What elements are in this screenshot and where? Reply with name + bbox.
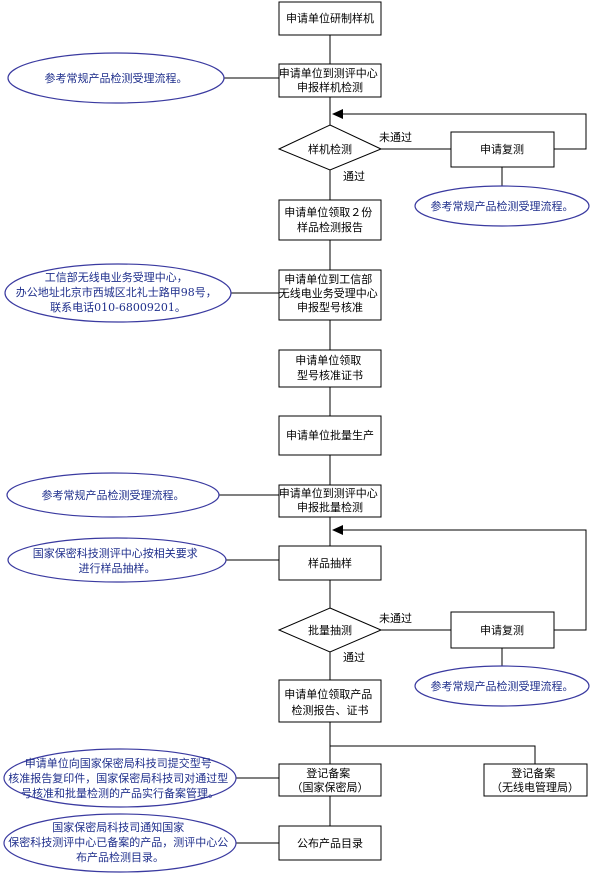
box-publish-catalog: 公布产品目录 [297,836,363,850]
process-boxes [278,1,588,861]
loop-arrowheads [332,109,343,535]
box-retest-1: 申请复测 [480,142,524,156]
edge-labels: 未通过 通过 未通过 通过 [343,131,412,664]
diamond-sample-test: 样机检测 [308,142,352,156]
box-retest-2: 申请复测 [480,623,524,637]
note-publish: 国家保密局科技司通知国家 保密科技测评中心已备案的产品，测评中心公 布产品检测目… [8,820,232,864]
note-ref-retest-2: 参考常规产品检测受理流程。 [431,679,574,693]
note-ellipses [3,52,590,873]
box-sampling: 样品抽样 [308,556,352,570]
note-ref-2: 参考常规产品检测受理流程。 [42,488,185,502]
connector-lines [219,35,587,844]
box-apply-batch-test: 申请单位到测评中心 申报批量检测 [279,486,382,514]
box-apply-type-approval: 申请单位到工信部 无线电业务受理中心 申报型号核准 [279,272,382,314]
box-apply-sample-test: 申请单位到测评中心 申报样机检测 [279,66,382,94]
box-record-radio: 登记备案 （无线电管理局） [491,766,579,794]
box-record-secrecy: 登记备案 （国家保密局） [292,766,369,794]
box-develop-sample: 申请单位研制样机 [286,11,374,25]
note-texts: 参考常规产品检测受理流程。 参考常规产品检测受理流程。 工信部无线电业务受理中心… [8,71,573,864]
note-sampling: 国家保密科技测评中心按相关要求 进行样品抽样。 [33,546,202,575]
note-ref-1: 参考常规产品检测受理流程。 [45,71,188,85]
edge-pass-2: 通过 [343,651,365,664]
diamond-batch-test: 批量抽测 [308,623,352,637]
box-receive-certificate: 申请单位领取 型号核准证书 [295,353,365,382]
box-mass-production: 申请单位批量生产 [286,428,374,442]
edge-fail-1: 未通过 [379,131,412,144]
box-texts: 申请单位研制样机 申请单位到测评中心 申报样机检测 样机检测 申请复测 申请单位… [279,11,579,850]
note-miit-center: 工信部无线电业务受理中心， 办公地址北京市西城区北礼士路甲98号， 联系电话01… [16,270,221,314]
note-ref-retest-1: 参考常规产品检测受理流程。 [431,199,574,213]
note-secrecy-record: 申请单位向国家保密局科技司提交型号 核准报告复印件，国家保密局科技司对通过型 号… [8,756,232,800]
edge-pass-1: 通过 [343,170,365,183]
box-receive-reports: 申请单位领取２份 样品检测报告 [284,205,376,234]
box-receive-product-report: 申请单位领取产品 检测报告、证书 [284,687,376,717]
decision-diamonds [277,124,383,653]
edge-fail-2: 未通过 [379,612,412,625]
